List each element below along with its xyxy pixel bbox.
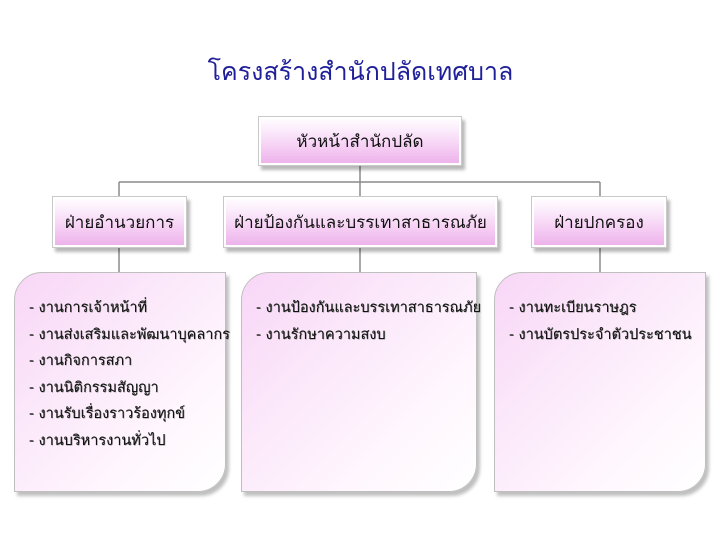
division-label: ฝ่ายปกครอง: [554, 212, 644, 233]
panel-governance: - งานทะเบียนราษฎร - งานบัตรประจำตัวประชา…: [494, 272, 706, 492]
panel-disaster-prevention: - งานป้องกันและบรรเทาสาธารณภัย - งานรักษ…: [241, 272, 482, 492]
division-box-administration: ฝ่ายอำนวยการ: [52, 196, 187, 248]
list-item: - งานนิติกรรมสัญญา: [29, 379, 159, 396]
division-label: ฝ่ายป้องกันและบรรเทาสาธารณภัย: [234, 212, 487, 233]
list-item: - งานการเจ้าหน้าที่: [29, 300, 148, 316]
list-item: - งานส่งเสริมและพัฒนาบุคลากร: [29, 326, 230, 343]
head-box: หัวหน้าสำนักปลัด: [258, 116, 462, 166]
list-item: - งานกิจการสภา: [29, 353, 133, 369]
list-item: - งานรับเรื่องราวร้องทุกข์: [29, 406, 186, 422]
list-item: - งานทะเบียนราษฎร: [509, 300, 637, 316]
list-item: - งานบัตรประจำตัวประชาชน: [509, 326, 692, 343]
list-item: - งานรักษาความสงบ: [256, 326, 386, 343]
chart-title: โครงสร้างสำนักปลัดเทศบาล: [207, 57, 514, 86]
list-item: - งานบริหารงานทั่วไป: [29, 432, 166, 449]
list-item: - งานป้องกันและบรรเทาสาธารณภัย: [256, 300, 482, 316]
division-box-governance: ฝ่ายปกครอง: [531, 196, 667, 248]
panel-administration: - งานการเจ้าหน้าที่ - งานส่งเสริมและพัฒน…: [14, 272, 230, 492]
division-label: ฝ่ายอำนวยการ: [64, 212, 175, 233]
head-box-label: หัวหน้าสำนักปลัด: [296, 131, 424, 152]
division-box-disaster-prevention: ฝ่ายป้องกันและบรรเทาสาธารณภัย: [223, 196, 498, 248]
